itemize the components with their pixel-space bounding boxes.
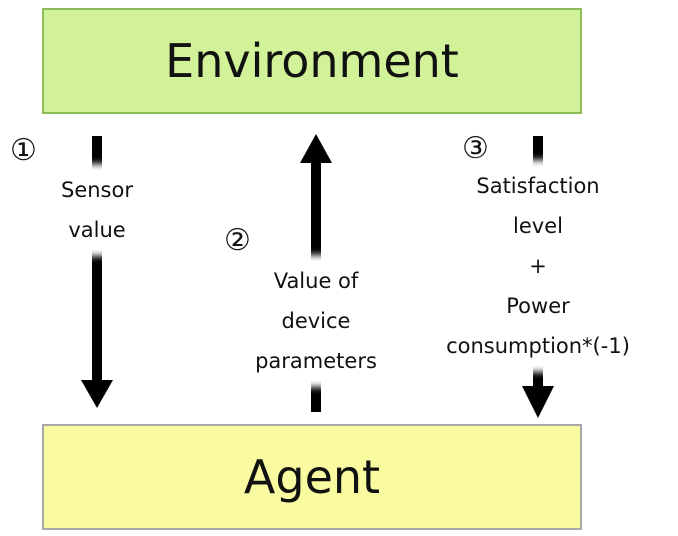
flow-3-label-line: + <box>527 246 549 286</box>
flow-3-label: Satisfaction level + Power consumption*(… <box>418 166 658 366</box>
flow-1-label-line: Sensor <box>59 170 135 210</box>
flow-3-label-line: Satisfaction <box>474 166 602 206</box>
flow-1-label: Sensor value <box>37 170 157 250</box>
flow-2-label-line: device <box>279 301 353 341</box>
flow-3-label-line: level <box>511 206 565 246</box>
flow-1-label-line: value <box>66 210 128 250</box>
flow-2-label-line: parameters <box>253 341 379 381</box>
step-1-number: ① <box>10 133 37 168</box>
agent-box: Agent <box>42 424 582 530</box>
flow-2-label: Value of device parameters <box>226 261 406 381</box>
flow-3-label-line: Power <box>504 286 572 326</box>
step-3-number: ③ <box>462 131 489 166</box>
environment-label: Environment <box>165 34 459 88</box>
agent-label: Agent <box>243 450 381 504</box>
flow-2-label-line: Value of <box>271 261 361 301</box>
environment-box: Environment <box>42 8 582 114</box>
flow-3-label-line: consumption*(-1) <box>444 326 632 366</box>
arrow-1-down <box>81 136 113 408</box>
step-2-number: ② <box>224 223 251 258</box>
